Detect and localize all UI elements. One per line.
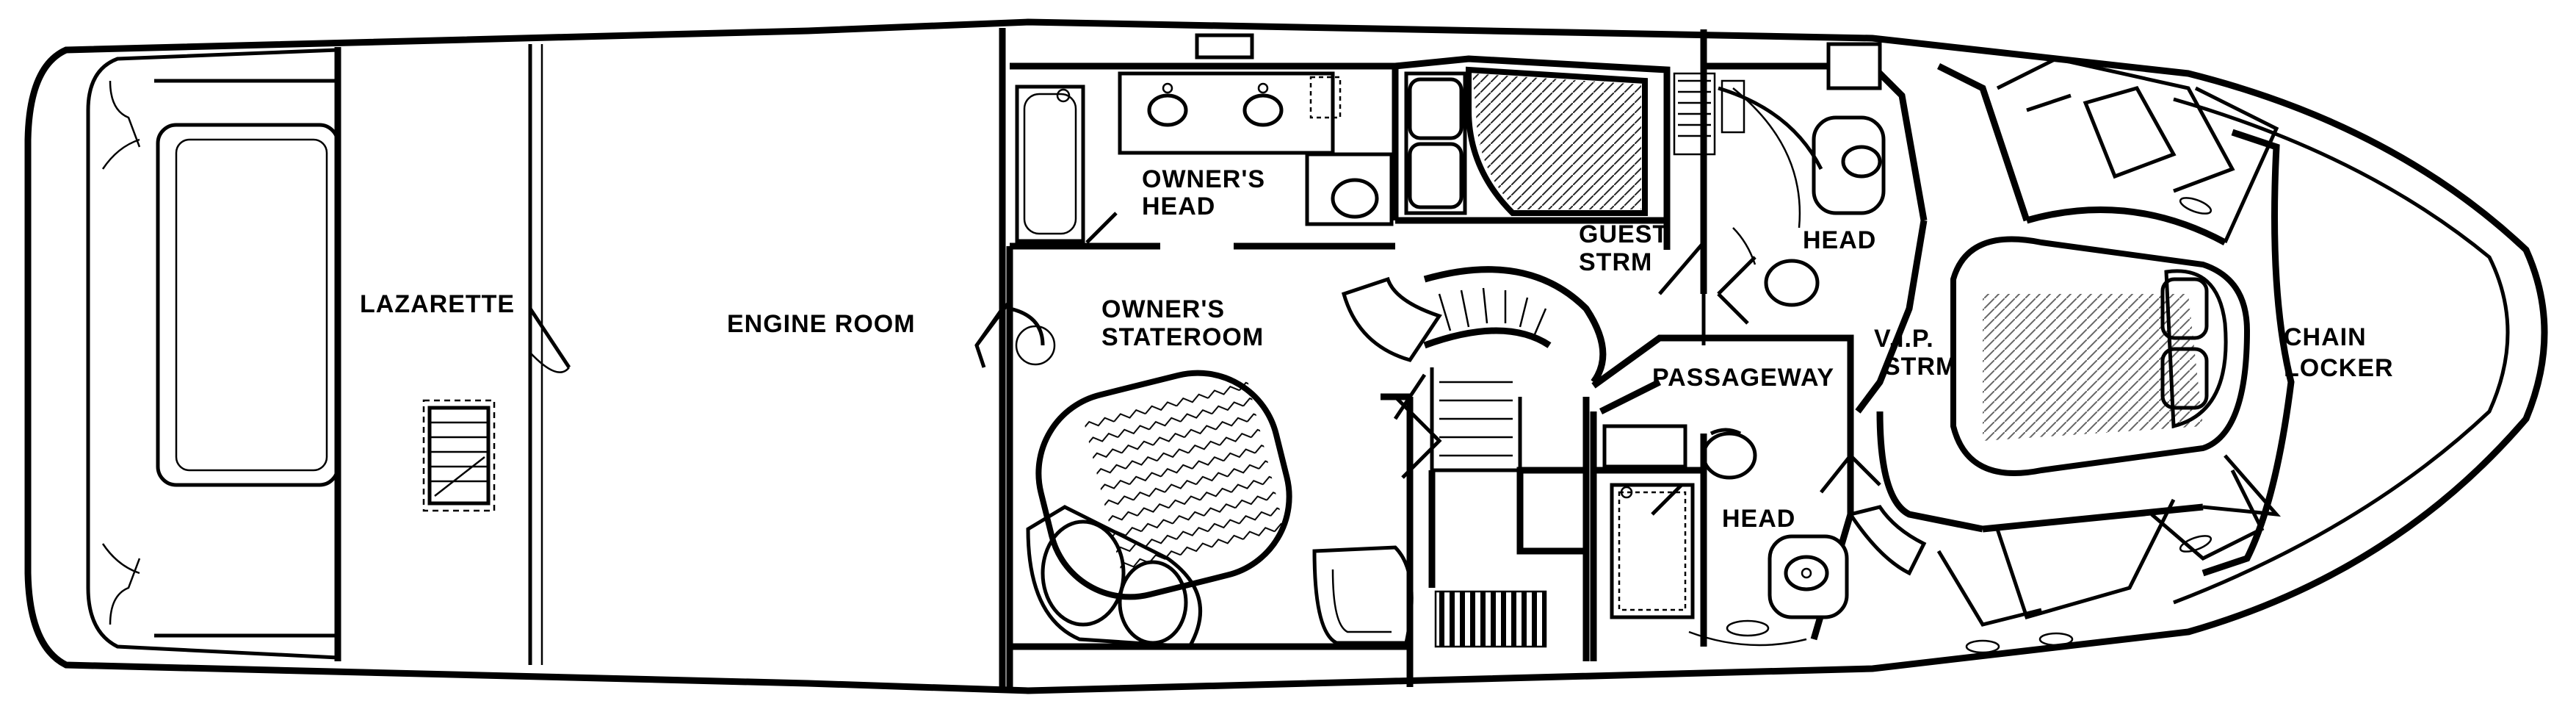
companionway-stairs (1341, 266, 1607, 661)
vip-strm-label-2: STRM (1884, 353, 1957, 381)
guest-strm-label-2: STRM (1579, 248, 1652, 276)
passageway-label: PASSAGEWAY (1652, 364, 1834, 392)
owners-stateroom-label-2: STATEROOM (1101, 323, 1264, 351)
owners-head-room (1010, 33, 1399, 250)
guest-strm-label-1: GUEST (1579, 220, 1668, 248)
lazarette-label: LAZARETTE (360, 290, 515, 318)
lower-head-room (1590, 411, 1881, 661)
guest-stateroom-room (1394, 55, 1716, 295)
vip-stateroom-room (1847, 57, 2282, 654)
chain-locker-zone (2201, 129, 2295, 577)
owners-head-label-2: HEAD (1142, 193, 1215, 220)
upper-head-room (1700, 29, 1928, 325)
engine-room-label: ENGINE ROOM (727, 310, 916, 338)
passageway-zone (1591, 294, 1854, 415)
chain-locker-label-2: LOCKER (2284, 354, 2394, 382)
owners-stateroom-label-1: OWNER'S (1101, 295, 1225, 323)
stern-platform (86, 48, 340, 660)
head-lower-label: HEAD (1722, 505, 1795, 533)
owners-stateroom-room (975, 246, 1442, 687)
engine-room-zone (974, 28, 1006, 687)
owners-head-label-1: OWNER'S (1142, 165, 1265, 193)
vip-strm-label-1: V.I.P. (1874, 325, 1934, 353)
head-upper-label: HEAD (1803, 226, 1876, 254)
chain-locker-label-1: CHAIN (2284, 323, 2367, 351)
hull-outline (24, 18, 2548, 694)
lazarette-zone (334, 44, 571, 665)
